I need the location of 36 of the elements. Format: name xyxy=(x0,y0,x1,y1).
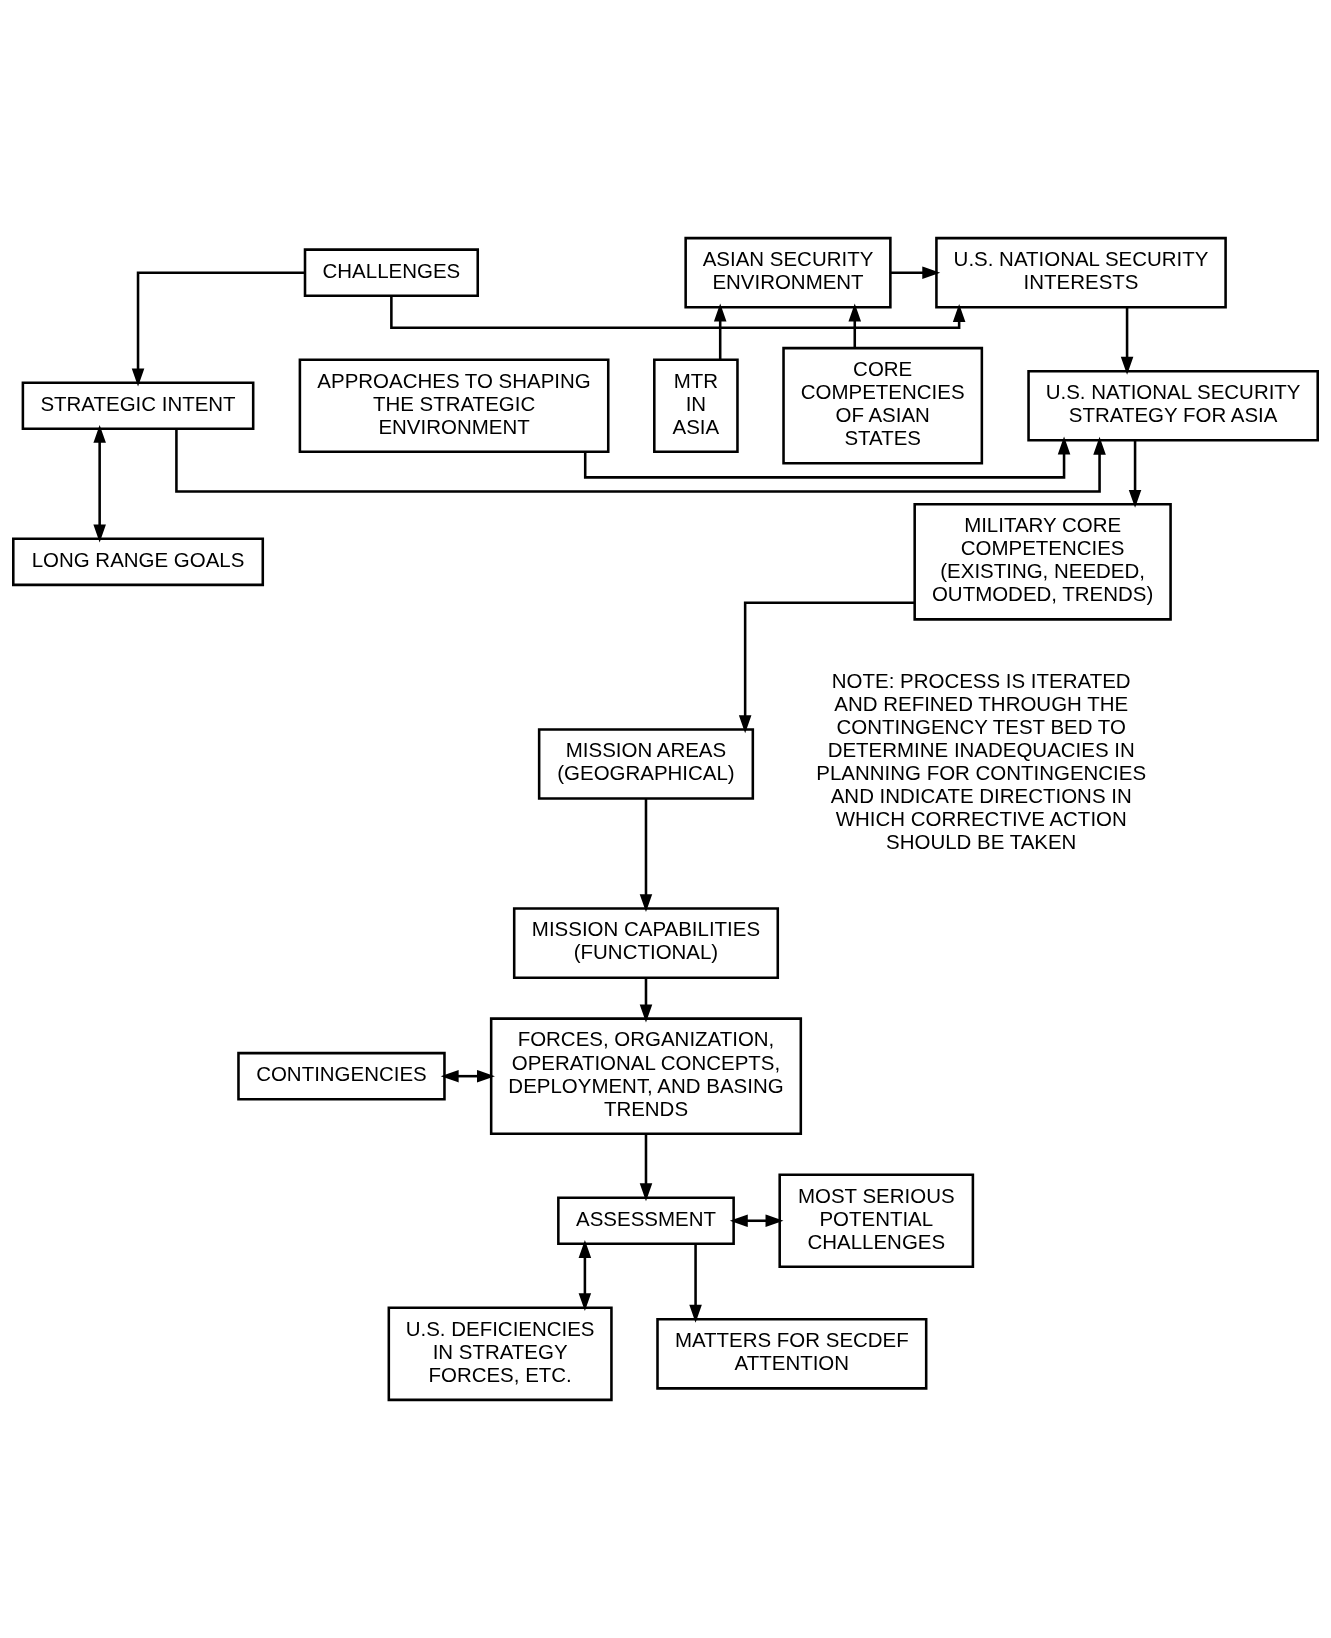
node-box: STRATEGIC INTENT xyxy=(21,381,255,431)
node-box: CORE COMPETENCIES OF ASIAN STATES xyxy=(782,346,984,465)
node-box: CONTINGENCIES xyxy=(237,1051,446,1101)
node-box: ASSESSMENT xyxy=(557,1196,735,1246)
node-box: LONG RANGE GOALS xyxy=(12,537,265,587)
node-box: MOST SERIOUS POTENTIAL CHALLENGES xyxy=(778,1173,975,1269)
arrow xyxy=(131,271,305,387)
arrow xyxy=(689,1243,702,1323)
node-box: U.S. NATIONAL SECURITY INTERESTS xyxy=(935,236,1227,309)
node-box: CHALLENGES xyxy=(303,248,479,297)
node-box: MATTERS FOR SECDEF ATTENTION xyxy=(656,1318,928,1390)
arrow xyxy=(1128,440,1142,508)
arrow xyxy=(93,424,106,543)
node-box: MISSION AREAS (GEOGRAPHICAL) xyxy=(537,728,755,800)
node-box: FORCES, ORGANIZATION, OPERATIONAL CONCEPTS, DEPLOYMENT, AND BASING TRENDS xyxy=(489,1017,803,1136)
node-box: U.S. DEFICIENCIES IN STRATEGY FORCES, ETC. xyxy=(387,1306,613,1402)
arrow xyxy=(1120,307,1134,375)
arrow xyxy=(440,1069,495,1083)
arrow xyxy=(639,977,653,1023)
node-box: MILITARY CORE COMPETENCIES (EXISTING, NEEDED, OUTMODED, TRENDS) xyxy=(913,502,1172,621)
node-box: MTR IN ASIA xyxy=(653,358,739,454)
arrow xyxy=(738,601,915,734)
arrow xyxy=(639,798,653,913)
arrow xyxy=(890,266,941,279)
arrow xyxy=(848,303,862,349)
arrow xyxy=(578,1240,592,1312)
node-box: ASIAN SECURITY ENVIRONMENT xyxy=(684,236,892,309)
arrow xyxy=(713,303,727,360)
arrow xyxy=(390,296,966,329)
arrow xyxy=(729,1214,784,1228)
node-box: APPROACHES TO SHAPING THE STRATEGIC ENVIRONMENT xyxy=(298,358,610,454)
node-box: U.S. NATIONAL SECURITY STRATEGY FOR ASIA xyxy=(1027,369,1319,442)
node-box: MISSION CAPABILITIES (FUNCTIONAL) xyxy=(512,907,780,979)
arrow xyxy=(175,429,1106,493)
arrow xyxy=(639,1134,653,1202)
label: NOTE: PROCESS IS ITERATED AND REFINED THROUGH THE CONTINGENCY TEST BED TO DETERMINE INADEQUACIES IN PLANNING FOR CONTINGENCIES AND INDICATE DIRECTIONS IN WHICH CORRECTIVE ACTION SHOULD BE TAKEN xyxy=(816,669,1147,854)
